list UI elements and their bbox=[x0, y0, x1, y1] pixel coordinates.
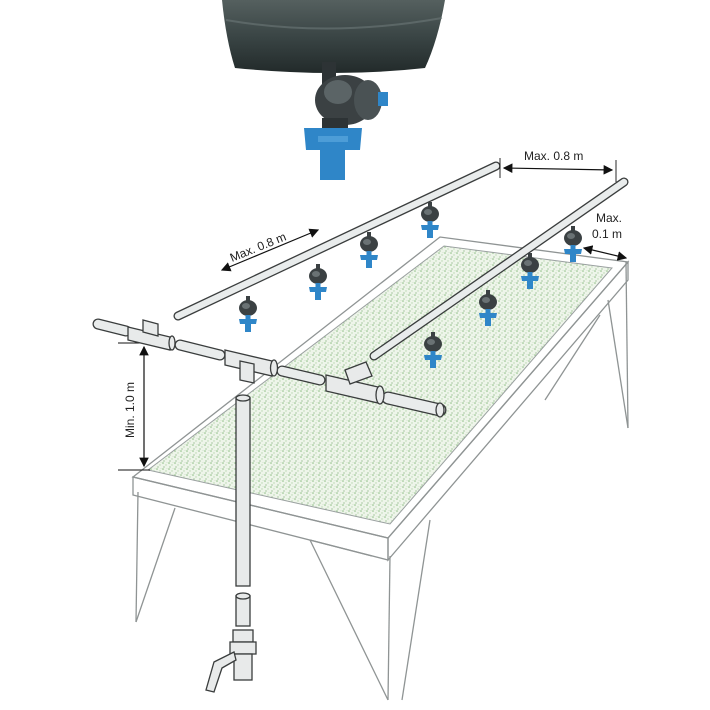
closeup-inset bbox=[222, 0, 445, 180]
edge-clearance-label-line1: Max. bbox=[596, 211, 622, 225]
height-dimension: Min. 1.0 m bbox=[118, 342, 170, 471]
closeup-pipe bbox=[222, 0, 445, 73]
emitter-icon bbox=[239, 296, 257, 332]
emitter-icon bbox=[309, 264, 327, 300]
spacing-lateral-label: Max. 0.8 m bbox=[524, 149, 583, 163]
lateral-pipe-back bbox=[173, 161, 501, 332]
riser bbox=[235, 394, 251, 627]
supply-header bbox=[92, 318, 447, 418]
lateral-pipe-front bbox=[369, 177, 629, 368]
closeup-emitter-icon bbox=[304, 62, 388, 180]
emitter-icon bbox=[360, 232, 378, 268]
spacing-along-dimension: Max. 0.8 m bbox=[220, 228, 320, 272]
spacing-along-label: Max. 0.8 m bbox=[228, 230, 288, 265]
height-label: Min. 1.0 m bbox=[123, 382, 137, 438]
spacing-lateral-dimension: Max. 0.8 m bbox=[499, 149, 617, 182]
edge-clearance-label-line2: 0.1 m bbox=[592, 227, 622, 241]
gravel-bed bbox=[146, 245, 613, 525]
emitter-icon bbox=[421, 202, 439, 238]
emitter-icon bbox=[564, 226, 582, 262]
edge-clearance-dimension: Max. 0.1 m bbox=[582, 211, 628, 261]
valve-icon bbox=[205, 629, 257, 693]
